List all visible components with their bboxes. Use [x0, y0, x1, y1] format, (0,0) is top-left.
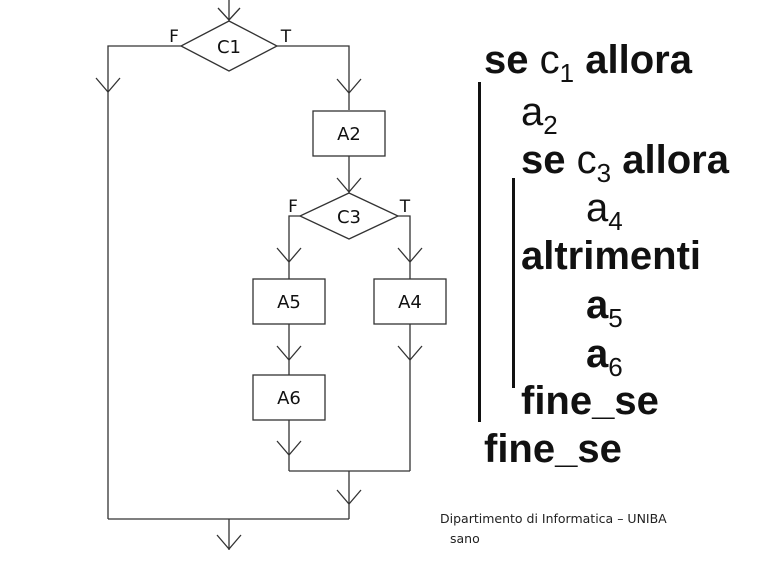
process-a4-label: A4: [398, 292, 422, 313]
var-c: c: [539, 38, 560, 82]
process-a5-label: A5: [277, 292, 301, 313]
footer-department: Dipartimento di Informatica – UNIBA: [440, 511, 667, 526]
code-line-se-c3: se c3 allora: [521, 138, 729, 186]
var-a: a: [586, 283, 609, 327]
arrowhead: [336, 489, 362, 505]
var-a: a: [586, 332, 609, 376]
arrowhead: [336, 177, 362, 193]
keyword-allora: allora: [622, 138, 729, 182]
arrowhead: [217, 7, 241, 21]
keyword-allora: allora: [585, 38, 692, 82]
arrowhead: [95, 77, 121, 93]
code-line-outer-fine-se: fine_se: [484, 429, 622, 469]
arrowhead: [276, 345, 302, 361]
keyword-fine-se: fine_se: [521, 379, 659, 423]
arrowhead: [216, 534, 242, 550]
process-a6-label: A6: [277, 388, 301, 409]
c1-false-label: F: [169, 27, 179, 47]
decision-c3-label: C3: [337, 207, 361, 228]
index-3: 3: [596, 158, 612, 188]
process-a2: [312, 110, 386, 157]
code-line-a4: a4: [586, 186, 623, 234]
var-c: c: [576, 138, 597, 182]
decision-c1: [179, 20, 279, 72]
index-5: 5: [608, 303, 623, 333]
code-line-altrimenti: altrimenti: [521, 236, 701, 276]
c1-true-label: T: [280, 27, 292, 47]
code-line-a6: a6: [586, 332, 623, 380]
index-6: 6: [608, 352, 623, 382]
c3-false-branch: [288, 215, 300, 279]
keyword-se: se: [521, 138, 566, 182]
code-line-a2: a2: [521, 90, 558, 138]
outer-block-bar: [478, 82, 481, 422]
code-line-a5: a5: [586, 283, 623, 331]
process-a2-label: A2: [337, 124, 361, 145]
c3-false-label: F: [288, 197, 298, 217]
decision-c1-label: C1: [217, 37, 241, 58]
keyword-se: se: [484, 38, 529, 82]
arrowhead: [276, 247, 302, 263]
code-line-se-c1: se c1 allora: [484, 38, 692, 86]
index-2: 2: [543, 110, 558, 140]
code-line-inner-fine-se: fine_se: [521, 381, 659, 421]
keyword-fine-se: fine_se: [484, 427, 622, 471]
c3-true-label: T: [399, 197, 411, 217]
decision-c3: [298, 192, 400, 240]
arrowhead: [336, 78, 362, 94]
c1-false-branch: [107, 45, 181, 519]
index-1: 1: [559, 58, 575, 88]
c3-true-branch: [398, 215, 411, 279]
arrowhead: [397, 345, 423, 361]
var-a: a: [586, 186, 609, 230]
var-a: a: [521, 90, 544, 134]
arrowhead: [276, 440, 302, 456]
keyword-altrimenti: altrimenti: [521, 234, 702, 278]
c1-true-branch: [277, 45, 350, 110]
arrowhead: [397, 247, 423, 263]
index-4: 4: [608, 206, 623, 236]
footer-name-fragment: sano: [450, 531, 480, 546]
process-a6: [252, 374, 326, 421]
inner-block-bar: [512, 178, 515, 388]
